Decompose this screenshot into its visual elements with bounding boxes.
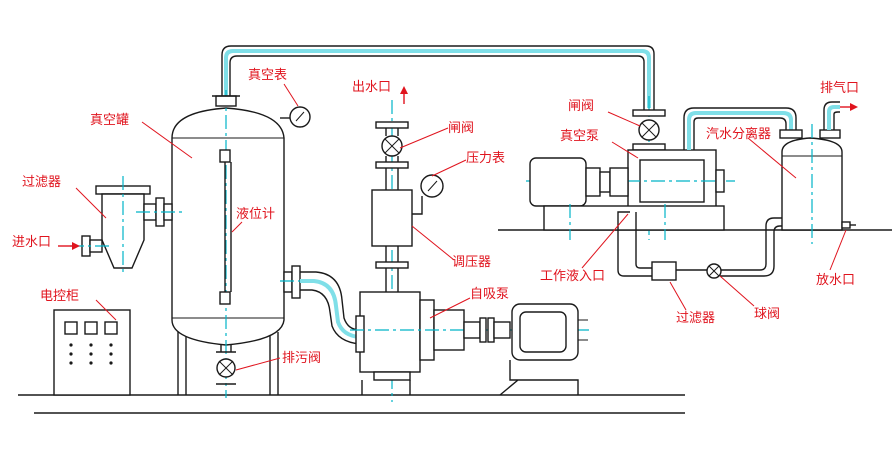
label-water-outlet: 出水口 [352, 80, 391, 95]
top-vacuum-pipe [221, 45, 655, 110]
label-gate-valve-left: 闸阀 [448, 121, 474, 136]
outlet-pipe [371, 100, 413, 402]
label-filter-right: 过滤器 [676, 311, 715, 326]
label-exhaust-port: 排气口 [820, 80, 859, 96]
leader-lines [75, 83, 847, 371]
pressure-gauge [412, 174, 444, 215]
self-priming-pump [350, 291, 592, 396]
label-pressure-regulator: 调压器 [452, 255, 491, 270]
label-vacuum-pump: 真空泵 [560, 129, 599, 144]
label-gate-valve-right: 闸阀 [568, 99, 594, 114]
label-drain-outlet: 放水口 [816, 273, 855, 288]
inlet-filter [70, 176, 182, 276]
label-steam-water-separator: 汽水分离器 [706, 126, 771, 142]
vacuum-tank [171, 90, 285, 398]
label-ball-valve: 球阀 [754, 307, 780, 322]
level-gauge [219, 149, 232, 305]
outlet-arrow [400, 86, 408, 104]
filter-right [651, 261, 677, 281]
label-vacuum-gauge: 真空表 [248, 68, 287, 83]
drain-valve [216, 345, 236, 385]
working-fluid-loop [617, 211, 782, 277]
vacuum-pump-assembly [526, 96, 735, 240]
ground-line [18, 394, 685, 414]
label-control-cabinet: 电控柜 [40, 289, 79, 304]
label-level-gauge: 液位计 [236, 207, 275, 222]
label-working-fluid-inlet: 工作液入口 [540, 269, 605, 284]
exhaust-arrow [840, 103, 858, 111]
label-pressure-gauge: 压力表 [466, 151, 505, 166]
label-filter-left: 过滤器 [22, 175, 61, 190]
separator-pipe [683, 107, 803, 150]
label-self-priming-pump: 自吸泵 [470, 287, 509, 302]
vacuum-gauge [280, 106, 311, 128]
label-water-inlet: 进水口 [12, 235, 51, 250]
control-cabinet [53, 309, 131, 396]
inlet-arrow [58, 242, 80, 250]
steam-water-separator [781, 101, 856, 244]
label-drain-valve: 排污阀 [282, 351, 321, 366]
label-vacuum-tank: 真空罐 [90, 113, 129, 128]
suction-pipe [280, 265, 361, 345]
ball-valve [706, 263, 722, 279]
